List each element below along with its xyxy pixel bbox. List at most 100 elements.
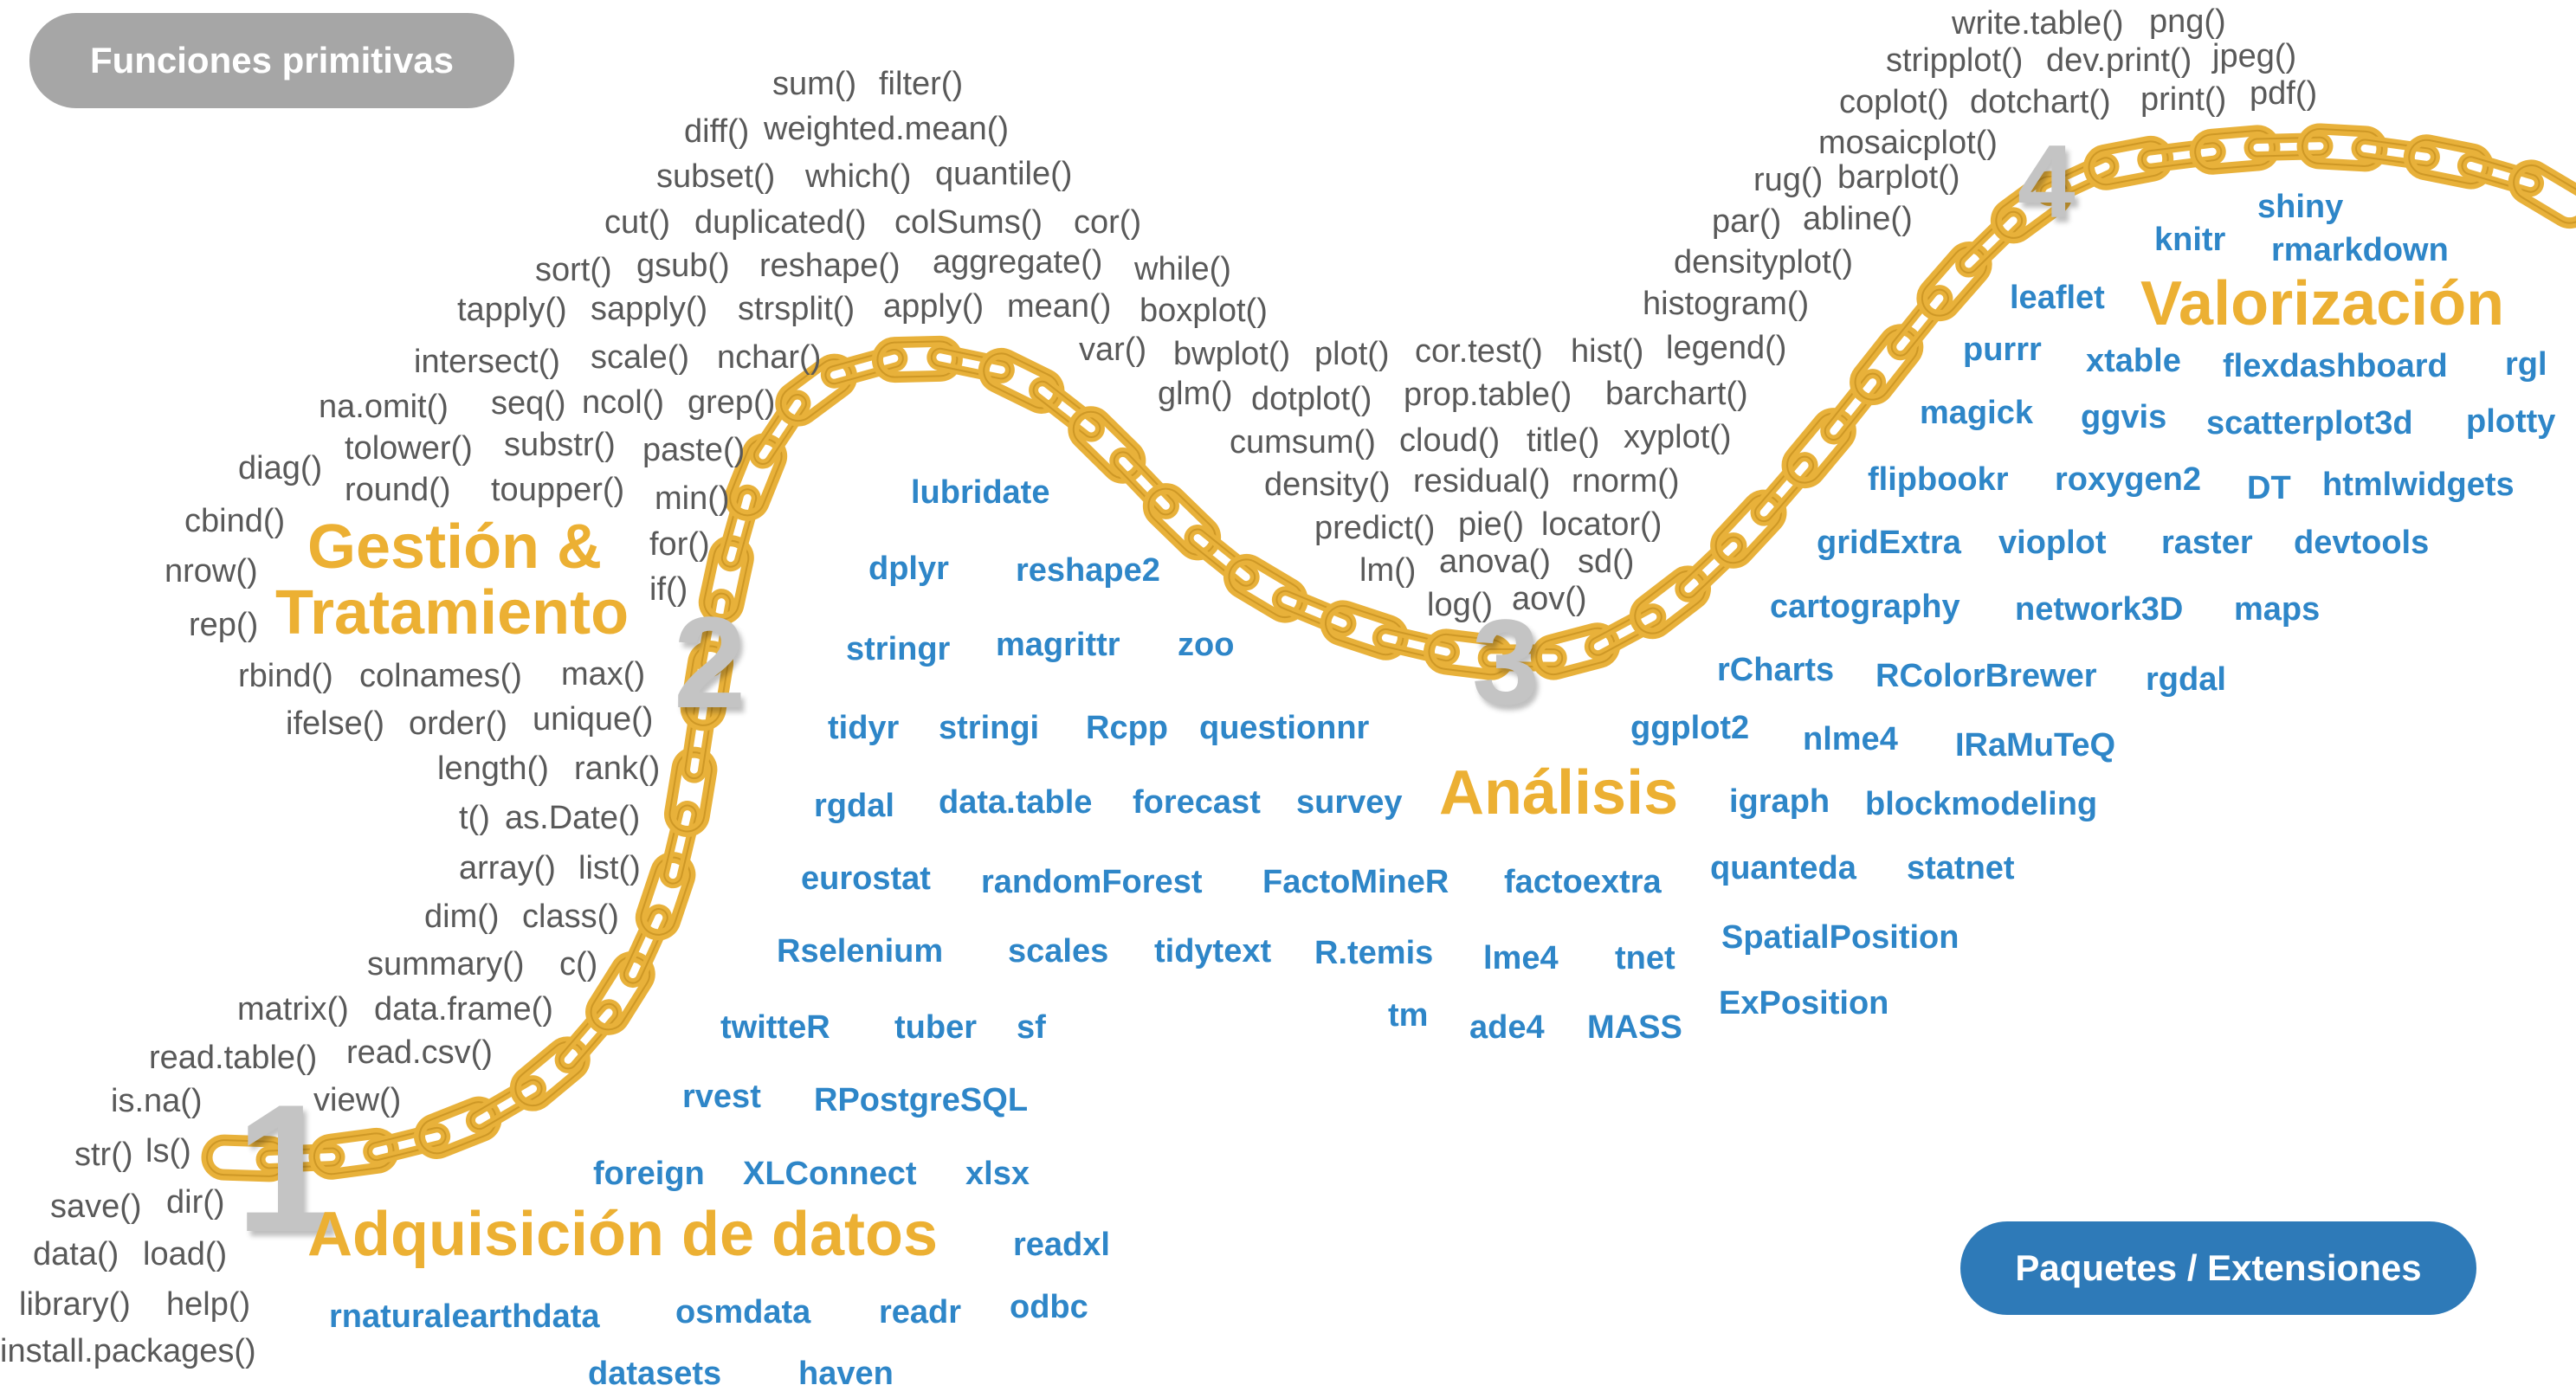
function-label: dotchart()	[1970, 84, 2111, 120]
chain-link-outline	[1588, 607, 1662, 656]
package-label: ggplot2	[1630, 710, 1750, 746]
function-label: nchar()	[717, 339, 822, 376]
package-label: forecast	[1133, 784, 1261, 821]
chain-link-outline	[623, 908, 668, 984]
phase-title-management-line2: Tratamiento	[275, 578, 629, 647]
chain-link-outline	[668, 751, 713, 833]
package-label: flexdashboard	[2223, 348, 2448, 384]
function-label: min()	[655, 480, 730, 517]
package-label: sf	[1017, 1009, 1046, 1046]
chain-link-outline	[2140, 142, 2223, 170]
package-label: tnet	[1615, 940, 1675, 976]
function-label: pie()	[1458, 506, 1525, 543]
package-label: magick	[1920, 395, 2033, 431]
function-label: mean()	[1007, 288, 1112, 325]
chain-link-outline	[1113, 451, 1176, 516]
function-label: sapply()	[591, 291, 708, 327]
phase-title-analysis: Análisis	[1439, 758, 1679, 828]
function-label: cut()	[604, 204, 670, 241]
function-label: list()	[578, 850, 641, 886]
package-label: rgdal	[2146, 661, 2226, 698]
chain-link-outline	[2408, 139, 2489, 185]
chain-link-outline	[2248, 136, 2329, 158]
package-label: ade4	[1469, 1009, 1545, 1046]
function-label: glm()	[1158, 376, 1233, 412]
package-label: lubridate	[911, 474, 1050, 511]
function-label: dotplot()	[1251, 381, 1372, 417]
chain-link-outline	[1786, 412, 1852, 484]
package-label: rmarkdown	[2271, 232, 2449, 268]
package-label: stringi	[939, 710, 1040, 746]
function-label: weighted.mean()	[764, 111, 1010, 147]
function-label: apply()	[883, 288, 985, 325]
chain-link-outline	[1535, 627, 1616, 676]
package-label: tm	[1388, 997, 1429, 1034]
function-label: anova()	[1439, 544, 1551, 580]
package-label: Rselenium	[777, 933, 944, 970]
function-label: abline()	[1803, 201, 1913, 237]
function-label: while()	[1134, 251, 1231, 287]
package-label: dplyr	[868, 551, 949, 587]
function-label: strsplit()	[738, 291, 855, 327]
function-label: if()	[649, 571, 688, 608]
function-label: locator()	[1541, 506, 1662, 543]
function-label: sum()	[772, 66, 857, 102]
function-label: read.table()	[149, 1040, 318, 1076]
function-label: sd()	[1578, 544, 1635, 580]
function-label: t()	[459, 800, 490, 836]
package-label: roxygen2	[2055, 461, 2201, 498]
function-label: rnorm()	[1572, 463, 1680, 499]
chain-link-outline	[313, 1132, 395, 1176]
function-label: library()	[19, 1286, 131, 1323]
chain-link-outline	[729, 438, 783, 517]
chain-link-outline	[1325, 604, 1404, 656]
chain-link-outline	[469, 1079, 543, 1131]
function-label: array()	[459, 850, 556, 886]
function-label: residual()	[1413, 463, 1551, 499]
function-label: dim()	[424, 899, 500, 935]
package-label: purrr	[1963, 332, 2042, 368]
chain-link-outline	[2461, 156, 2540, 193]
chain-link-outline	[1147, 487, 1217, 556]
function-label: var()	[1079, 332, 1147, 368]
function-label: xyplot()	[1624, 419, 1732, 455]
function-label: plot()	[1314, 336, 1390, 372]
package-label: Rcpp	[1086, 710, 1168, 746]
chain-link-outline	[1428, 633, 1510, 676]
package-label: tuber	[894, 1009, 977, 1046]
package-label: stringr	[846, 631, 951, 667]
package-label: readr	[879, 1294, 962, 1330]
package-label: MASS	[1587, 1009, 1682, 1046]
function-label: barplot()	[1837, 159, 1960, 196]
package-label: igraph	[1729, 783, 1830, 820]
function-label: mosaicplot()	[1818, 125, 1998, 161]
function-label: for()	[649, 526, 710, 563]
phase-title-valorization: Valorización	[2140, 269, 2505, 338]
package-label: magrittr	[996, 627, 1120, 663]
phase-title-management-line1: Gestión &	[307, 512, 603, 582]
package-label: SpatialPosition	[1721, 919, 1959, 956]
function-label: c()	[559, 946, 598, 982]
function-label: hist()	[1571, 333, 1644, 370]
package-label: survey	[1296, 784, 1403, 821]
function-label: dir()	[166, 1184, 225, 1221]
chain-link-outline	[640, 856, 691, 936]
chain-link-outline	[1754, 455, 1815, 523]
function-label: colnames()	[359, 658, 522, 694]
chain-link-outline	[1854, 328, 1919, 401]
package-label: blockmodeling	[1865, 786, 2098, 822]
package-label: questionnr	[1199, 710, 1370, 746]
function-label: ncol()	[582, 384, 665, 421]
chain-link-outline	[1824, 372, 1882, 441]
package-label: reshape2	[1016, 552, 1160, 589]
function-label: paste()	[642, 432, 746, 468]
function-label: summary()	[367, 946, 525, 982]
function-label: subset()	[656, 158, 776, 195]
package-label: data.table	[939, 784, 1093, 821]
package-label: DT	[2247, 470, 2291, 506]
function-label: max()	[561, 656, 646, 693]
chain-link-outline	[1678, 536, 1743, 599]
chain-link-outline	[2355, 139, 2437, 167]
package-label: randomForest	[981, 864, 1203, 900]
